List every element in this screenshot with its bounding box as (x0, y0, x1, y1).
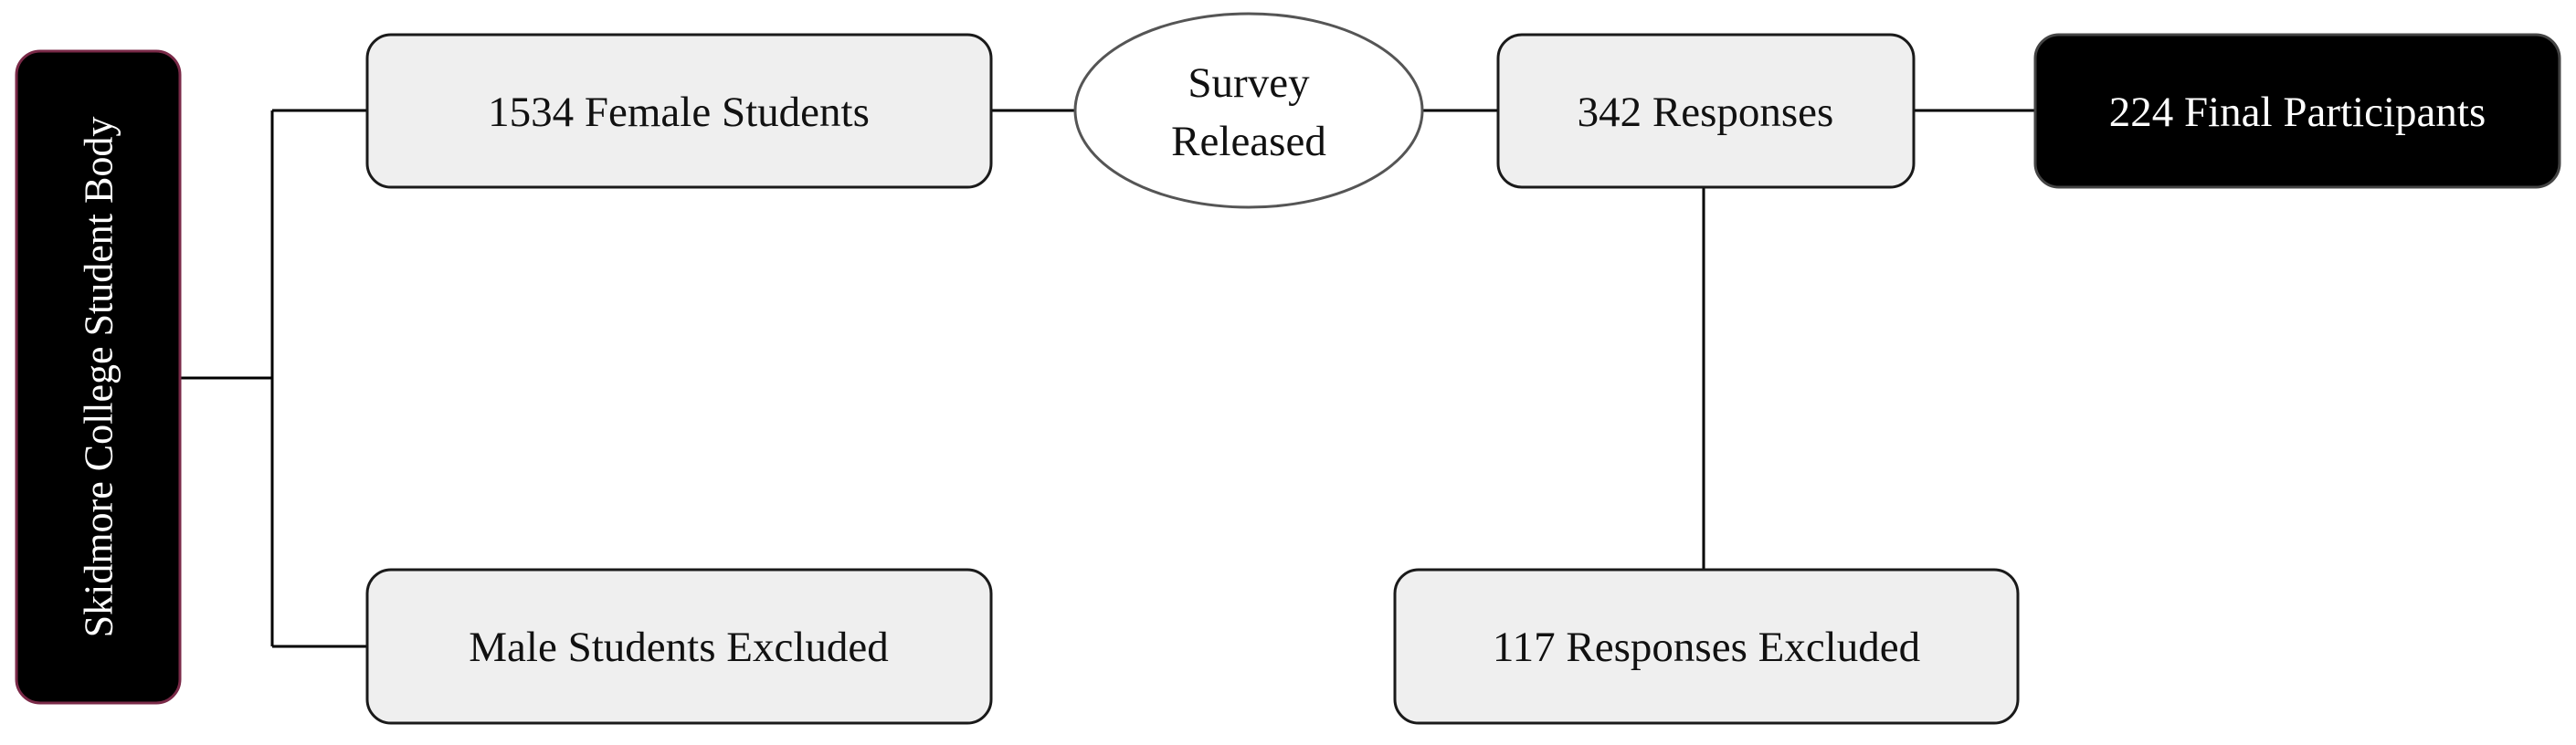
responses-label: 342 Responses (1578, 89, 1834, 136)
final-participants-box (2033, 33, 2561, 189)
female-students-label: 1534 Female Students (488, 89, 870, 136)
connectors (180, 109, 2035, 648)
node-student-body: Skidmore College Student Body (15, 49, 182, 705)
survey-released-ellipse (1073, 12, 1424, 209)
responses-excluded-box (1393, 568, 2020, 725)
female-students-box (365, 33, 993, 189)
male-excluded-label: Male Students Excluded (469, 624, 888, 671)
node-survey-released: Survey Released (1073, 12, 1424, 209)
node-male-excluded: Male Students Excluded (365, 568, 993, 725)
student-body-label: Skidmore College Student Body (77, 117, 121, 638)
responses-box (1496, 33, 1916, 189)
node-final-participants: 224 Final Participants (2033, 33, 2561, 189)
male-excluded-box (365, 568, 993, 725)
student-body-box (15, 49, 182, 705)
final-participants-label: 224 Final Participants (2109, 89, 2486, 136)
responses-excluded-label: 117 Responses Excluded (1493, 624, 1920, 671)
node-responses: 342 Responses (1496, 33, 1916, 189)
node-responses-excluded: 117 Responses Excluded (1393, 568, 2020, 725)
survey-released-label-line1: Survey (1188, 59, 1310, 107)
survey-released-label-line2: Released (1171, 118, 1326, 165)
node-female-students: 1534 Female Students (365, 33, 993, 189)
